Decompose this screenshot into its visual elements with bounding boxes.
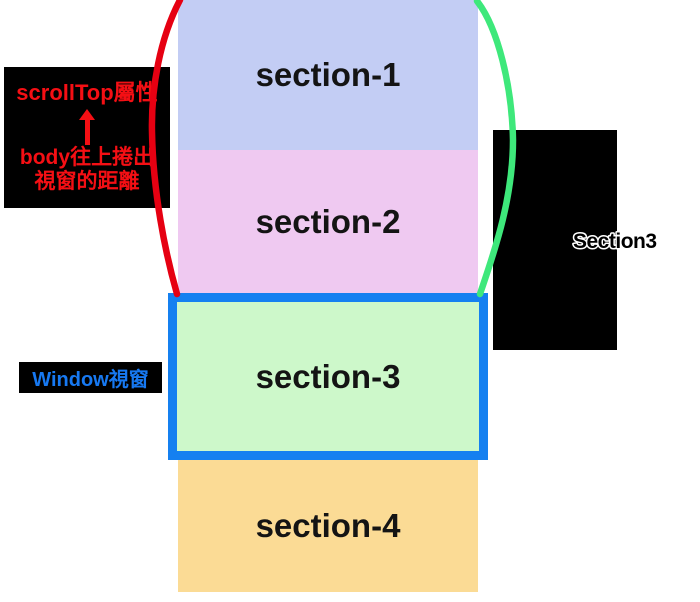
section-2-label: section-2	[255, 202, 401, 240]
scrolltop-desc-line2: 視窗的距離	[34, 170, 140, 193]
right-note-box	[493, 130, 617, 350]
up-arrow-shaft	[84, 119, 90, 145]
section-4-block: section-4	[178, 460, 478, 592]
section-3-label: section-3	[255, 357, 401, 395]
section-1-block: section-1	[178, 0, 478, 150]
section-1-label: section-1	[255, 56, 401, 93]
window-label: Window視窗	[32, 369, 149, 391]
scrolltop-note-box: scrollTop屬性 body往上捲出 視窗的距離	[4, 67, 170, 208]
scrolltop-desc-line1: body往上捲出	[19, 146, 155, 169]
window-label-box: Window視窗	[19, 362, 162, 393]
up-arrow-icon	[4, 109, 170, 145]
up-arrow-head	[79, 109, 95, 120]
section-4-label: section-4	[255, 507, 401, 544]
scrolltop-property-label: scrollTop屬性	[16, 80, 158, 105]
section-2-block: section-2	[178, 150, 478, 293]
window-viewport-box: section-3	[168, 293, 488, 460]
